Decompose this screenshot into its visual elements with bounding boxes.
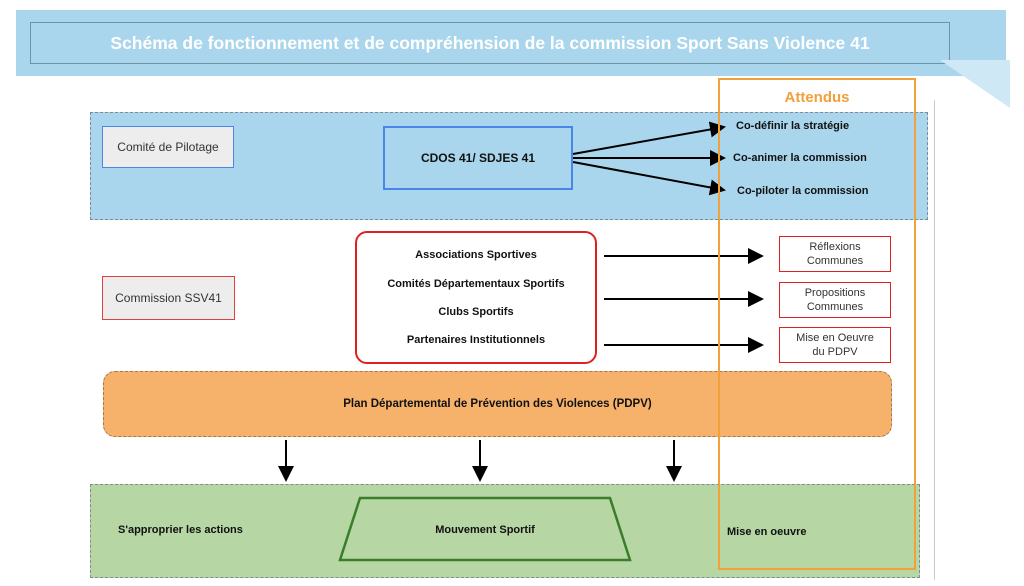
title-box: Schéma de fonctionnement et de compréhen… (30, 22, 950, 64)
page-edge-line (934, 100, 935, 580)
cdos-sdjes-box: CDOS 41/ SDJES 41 (383, 126, 573, 190)
outcome-co-piloter: Co-piloter la commission (737, 185, 869, 197)
comite-pilotage-label: Comité de Pilotage (117, 140, 219, 154)
member-comites: Comités Départementaux Sportifs (387, 278, 565, 290)
title-band (16, 10, 1006, 76)
arrow-cdos-to-co-piloter (572, 161, 726, 196)
pdpv-plan-label: Plan Départemental de Prévention des Vio… (343, 398, 652, 410)
corner-wedge (940, 60, 1010, 108)
commission-ssv41-box: Commission SSV41 (102, 276, 235, 320)
diagram-title: Schéma de fonctionnement et de compréhen… (110, 32, 870, 53)
commission-ssv41-label: Commission SSV41 (115, 291, 222, 305)
mouvement-sportif-label: Mouvement Sportif (435, 524, 535, 536)
member-clubs: Clubs Sportifs (438, 306, 514, 318)
outcome-mise-en-oeuvre-line2: du PDPV (812, 346, 858, 358)
arrow-cdos-to-co-definir (572, 121, 726, 155)
outcome-reflexions-box: Réflexions Communes (779, 236, 891, 272)
mouvement-sportif-trapezoid (338, 496, 632, 562)
cdos-sdjes-label: CDOS 41/ SDJES 41 (420, 151, 536, 165)
outcome-propositions-line2: Communes (806, 301, 864, 313)
outcome-co-animer: Co-animer la commission (733, 152, 867, 164)
comite-pilotage-box: Comité de Pilotage (102, 126, 234, 168)
bottom-right-label: Mise en oeuvre (727, 526, 807, 538)
outcome-propositions-box: Propositions Communes (779, 282, 891, 318)
outcome-mise-en-oeuvre-line1: Mise en Oeuvre (796, 332, 874, 344)
member-associations: Associations Sportives (415, 249, 537, 261)
outcome-reflexions-line2: Communes (806, 255, 864, 267)
outcome-co-definir: Co-définir la stratégie (736, 120, 850, 132)
member-partenaires: Partenaires Institutionnels (406, 334, 546, 346)
outcome-reflexions-line1: Réflexions (809, 241, 861, 253)
pdpv-plan-box: Plan Départemental de Prévention des Vio… (103, 371, 892, 437)
attendus-frame (718, 78, 916, 570)
members-box: Associations Sportives Comités Départeme… (355, 231, 597, 364)
outcome-mise-en-oeuvre-box: Mise en Oeuvre du PDPV (779, 327, 891, 363)
attendus-heading: Attendus (784, 89, 850, 106)
bottom-left-label: S'approprier les actions (118, 524, 243, 536)
outcome-propositions-line1: Propositions (804, 287, 866, 299)
